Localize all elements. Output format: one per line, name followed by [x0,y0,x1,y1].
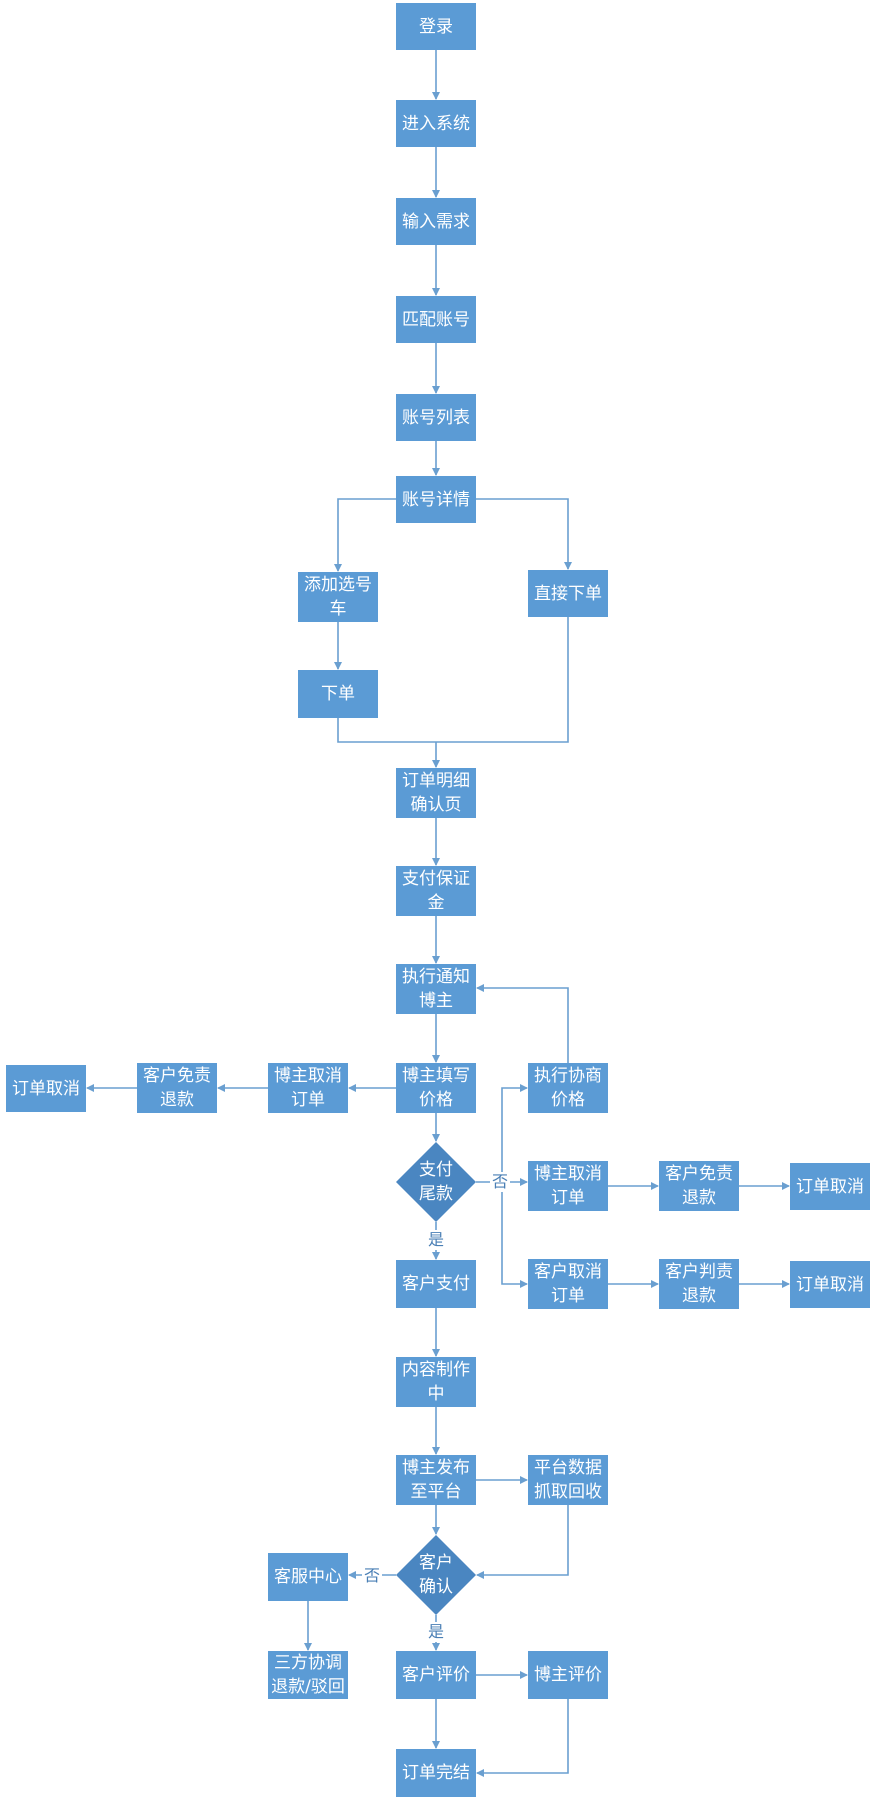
node-pay-deposit: 支付保证金 [396,866,476,916]
node-third-party: 三方协调退款/驳回 [268,1651,348,1699]
node-account-detail: 账号详情 [396,476,476,523]
decision-pay-balance-icon [396,1142,476,1222]
node-blogger-price: 博主填写价格 [396,1063,476,1113]
node-client-pay: 客户支付 [396,1260,476,1308]
node-input-needs: 输入需求 [396,198,476,245]
edge-detail-to-direct [476,498,572,570]
node-order-confirm: 订单明细确认页 [396,768,476,818]
node-direct-order: 直接下单 [528,570,608,617]
decision-shapes [396,1142,476,1615]
edge-label-pay-no: 否 [490,1172,511,1192]
node-order-cancel-left: 订单取消 [6,1065,86,1112]
node-order-cancel-right1: 订单取消 [790,1163,870,1210]
node-enter-system: 进入系统 [396,100,476,147]
edge-blogger-review-to-complete [476,1699,569,1777]
node-account-list: 账号列表 [396,394,476,441]
node-add-to-cart: 添加选号车 [298,572,378,622]
edge-label-confirm-yes: 是 [426,1622,447,1642]
edge-decision-to-negotiate [501,1084,528,1182]
edge-platform-to-confirm [476,1505,569,1579]
node-notify-blogger: 执行通知博主 [396,964,476,1014]
node-match-account: 匹配账号 [396,296,476,343]
node-blogger-cancel-left: 博主取消订单 [268,1063,348,1113]
decision-client-confirm-icon [396,1535,476,1615]
edge-negotiate-to-notify [476,984,569,1063]
node-platform-data: 平台数据抓取回收 [528,1455,608,1505]
node-login: 登录 [396,3,476,50]
node-order-complete: 订单完结 [396,1749,476,1797]
edge-merge-line [337,617,569,743]
node-blogger-publish: 博主发布至平台 [396,1455,476,1505]
edge-label-pay-yes: 是 [426,1230,447,1250]
edge-detail-to-cart [334,498,396,572]
node-blogger-review: 博主评价 [528,1651,608,1699]
node-content-making: 内容制作中 [396,1357,476,1407]
edge-label-confirm-no: 否 [362,1566,383,1586]
edge-decision-to-client-cancel [501,1182,528,1288]
node-client-refund-free-right: 客户免责退款 [659,1161,739,1211]
node-place-order: 下单 [298,670,378,718]
node-order-cancel-right2: 订单取消 [790,1261,870,1308]
decision-client-confirm-label: 客户确认 [419,1553,453,1597]
node-service-center: 客服中心 [268,1553,348,1601]
node-client-cancel: 客户取消订单 [528,1259,608,1309]
decision-pay-balance-label: 支付尾款 [419,1160,453,1204]
connector-lines [86,50,790,1777]
node-client-review: 客户评价 [396,1651,476,1699]
node-client-refund-liable: 客户判责退款 [659,1259,739,1309]
node-blogger-cancel-right: 博主取消订单 [528,1161,608,1211]
node-client-refund-free-left: 客户免责退款 [137,1063,217,1113]
node-negotiate-price: 执行协商价格 [528,1063,608,1113]
